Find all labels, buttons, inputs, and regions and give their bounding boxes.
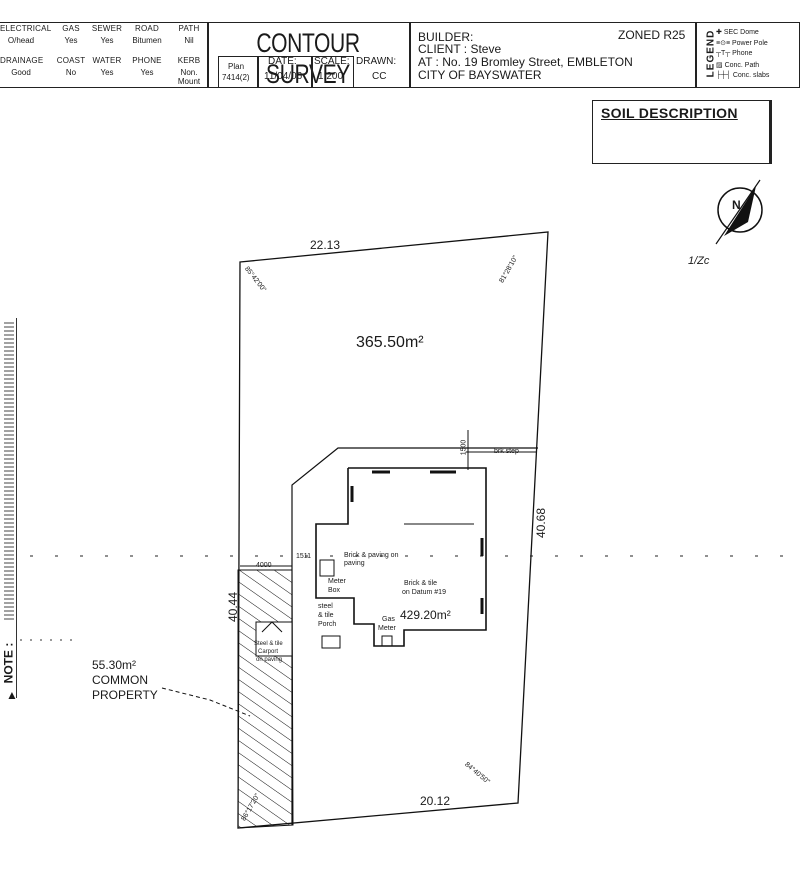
- meter-box-label: Meter: [328, 578, 346, 585]
- porch-label-3: Porch: [318, 621, 337, 628]
- plan-label: Plan: [228, 62, 245, 71]
- drawn-value: CC: [372, 71, 387, 82]
- warning-icon: ▲: [6, 688, 18, 702]
- brick-step-label: brk step: [494, 448, 519, 455]
- soil-description-box: SOIL DESCRIPTION: [592, 100, 772, 164]
- porch-label-1: steel: [318, 603, 333, 610]
- service-name-electrical: ELECTRICAL: [0, 24, 52, 33]
- date-label: DATE:: [268, 56, 297, 67]
- carport-label-1: Steel & tile: [254, 641, 283, 647]
- builder-label: BUILDER:: [418, 30, 474, 44]
- left-boundary-length: 40.44: [226, 591, 241, 623]
- common-area-value: 55.30m²: [92, 658, 137, 672]
- gas-meter-label: Gas: [382, 616, 395, 623]
- date-cell: [258, 56, 312, 88]
- house-area: 429.20m²: [400, 608, 451, 622]
- plan-cell: [218, 56, 258, 88]
- common-area-label-2: PROPERTY: [92, 688, 158, 702]
- council-name: CITY OF BAYSWATER: [418, 68, 542, 82]
- note-strip: [2, 318, 17, 698]
- brick-paving-label: Brick & paving on paving: [344, 552, 399, 567]
- scale-cell: [312, 56, 354, 88]
- shed-roof: [261, 621, 283, 633]
- soil-description-title: SOIL DESCRIPTION: [601, 105, 738, 121]
- service-name-coast: COAST: [56, 56, 86, 65]
- legend-item-conc-slabs: ├┼┤ Conc. slabs: [716, 72, 770, 79]
- brick-tile-label: Brick & tile: [404, 580, 438, 587]
- sec-dome-icon: ✚: [716, 29, 724, 36]
- services-block: [0, 22, 208, 88]
- client-name: CLIENT : Steve: [418, 42, 502, 56]
- site-address: AT : No. 19 Bromley Street, EMBLETON: [418, 55, 633, 69]
- north-arrow-icon: [715, 179, 763, 245]
- service-name-drainage: DRAINAGE: [0, 56, 44, 65]
- legend-item-conc-path: ▨ Conc. Path: [716, 62, 760, 69]
- conc-path-icon: ▨: [716, 62, 725, 69]
- gas-meter-label-2: Meter: [378, 625, 396, 632]
- scale-value: 1:200: [318, 71, 344, 82]
- meter-box: [319, 559, 335, 577]
- date-value: 11/04/06: [264, 71, 303, 82]
- service-value-water: Yes: [100, 68, 114, 77]
- service-value-electrical: O/head: [7, 36, 35, 45]
- common-property-area: [237, 569, 294, 829]
- carport-label-3: on paving: [256, 657, 283, 663]
- north-note: 1/Zc: [688, 255, 710, 267]
- service-value-coast: No: [65, 68, 77, 77]
- meter-box-label-2: Box: [328, 587, 341, 594]
- scale-label: SCALE:: [314, 56, 350, 67]
- carport-label-2: Carport: [258, 649, 279, 655]
- legend-item-power-pole: ≡⊙≡ Power Pole: [716, 40, 768, 47]
- common-area-label-1: COMMON: [92, 673, 148, 687]
- service-value-kerb: Non. Mount: [177, 68, 201, 86]
- legend-item-sec-dome: ✚ SEC Dome: [716, 29, 759, 36]
- gas-meter-box: [381, 635, 393, 647]
- service-value-phone: Yes: [140, 68, 154, 77]
- service-value-gas: Yes: [64, 36, 78, 45]
- service-name-road: ROAD: [135, 24, 159, 33]
- power-pole-icon: ≡⊙≡: [716, 40, 732, 47]
- service-name-path: PATH: [178, 24, 200, 33]
- zoned-label: ZONED R25: [618, 28, 686, 42]
- service-value-path: Nil: [184, 36, 194, 45]
- porch-label-2: & tile: [318, 612, 334, 619]
- setback-1511: 1511: [296, 553, 312, 560]
- title-block: ELECTRICAL GAS SEWER ROAD PATH O/head Ye…: [0, 18, 800, 90]
- service-name-gas: GAS: [62, 24, 80, 33]
- plan-value: 7414(2): [222, 73, 250, 82]
- bottom-boundary-length: 20.12: [420, 794, 451, 808]
- top-boundary-length: 22.13: [310, 238, 341, 252]
- lot-area: 365.50m²: [356, 334, 424, 351]
- service-name-sewer: SEWER: [91, 24, 123, 33]
- service-value-drainage: Good: [11, 68, 31, 77]
- setback-1500: 1500: [460, 439, 468, 456]
- phone-icon: ┬T┬: [716, 50, 733, 57]
- brick-tile-label-2: on Datum #19: [402, 589, 446, 596]
- conc-slabs-icon: ├┼┤: [716, 72, 733, 79]
- survey-title: CONTOUR SURVEY: [256, 28, 360, 89]
- north-arrow-label: N: [732, 198, 741, 212]
- service-name-phone: PHONE: [132, 56, 162, 65]
- right-boundary-length: 40.68: [534, 507, 549, 539]
- legend-item-phone: ┬T┬ Phone: [716, 50, 753, 57]
- carport-shed: [255, 621, 293, 657]
- client-cell: [410, 22, 696, 88]
- note-text-lines: [4, 322, 14, 622]
- service-name-water: WATER: [92, 56, 122, 65]
- setback-4000: 4000: [256, 562, 272, 569]
- drawn-label: DRAWN:: [356, 56, 397, 67]
- service-value-road: Bitumen: [132, 36, 162, 45]
- service-value-sewer: Yes: [100, 36, 114, 45]
- house-outline: [315, 467, 487, 647]
- legend-list: ✚ SEC Dome ≡⊙≡ Power Pole ┬T┬ Phone ▨ Co…: [716, 28, 800, 83]
- common-property-leader: [161, 687, 251, 717]
- house-step: [321, 635, 341, 649]
- service-name-kerb: KERB: [177, 56, 201, 65]
